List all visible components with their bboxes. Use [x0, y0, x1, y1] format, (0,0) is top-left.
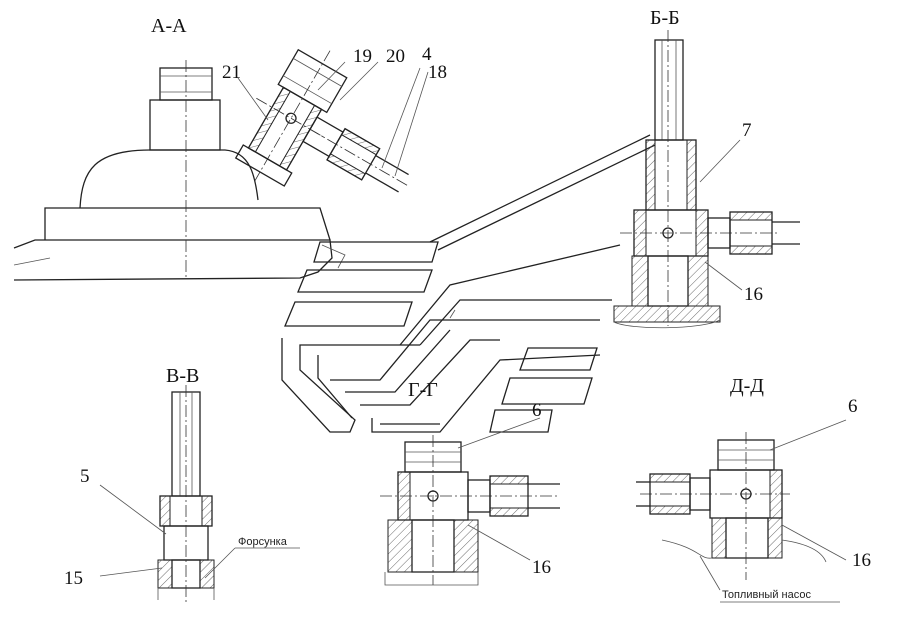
- leader-6-gg: [457, 417, 541, 449]
- part-label-7: 7: [742, 120, 752, 141]
- part-label-16-gg: 16: [532, 557, 551, 578]
- leader-16-gg: [467, 524, 531, 561]
- aa-angled-fitting: [234, 48, 409, 193]
- section-label-bb: Б-Б: [650, 7, 680, 29]
- part-label-16-dd: 16: [852, 550, 871, 571]
- part-label-15: 15: [64, 568, 83, 589]
- note-fuel-pump: Топливный насос: [722, 589, 811, 601]
- section-label-vv: В-В: [166, 365, 199, 387]
- leader-injector: [204, 547, 236, 579]
- housing-dome: [79, 149, 259, 209]
- leader-18: [394, 71, 429, 177]
- part-label-21: 21: [222, 62, 241, 83]
- leader-19: [317, 61, 346, 91]
- section-label-dd: Д-Д: [730, 375, 764, 397]
- housing-flange: [44, 207, 331, 241]
- view-dd: Д-Д 6 16 Топливный насос: [636, 375, 871, 603]
- note-injector: Форсунка: [238, 536, 288, 548]
- leader-6-dd: [769, 419, 847, 451]
- leader-5: [99, 484, 167, 535]
- leader-20: [339, 61, 379, 101]
- pipe-routing: [281, 134, 656, 433]
- leader-15: [99, 567, 163, 577]
- view-vv: В-В 5 15 Форсунка: [64, 365, 300, 605]
- part-label-4: 4: [422, 44, 432, 65]
- part-label-20: 20: [386, 46, 405, 67]
- part-label-6-dd: 6: [848, 396, 858, 417]
- part-label-19: 19: [353, 46, 372, 67]
- view-gg: Г-Г 6 16: [380, 379, 560, 586]
- leader-21: [237, 77, 269, 121]
- section-label-gg: Г-Г: [408, 379, 438, 401]
- part-label-16-bb: 16: [744, 284, 763, 305]
- part-label-5: 5: [80, 466, 90, 487]
- view-aa: А-А 21 19 20 4 18: [13, 15, 447, 281]
- leader-7: [699, 139, 741, 183]
- housing-base: [13, 239, 333, 281]
- part-label-18: 18: [428, 62, 447, 83]
- leader-fuel-pump: [699, 555, 721, 591]
- view-bb: Б-Б 7 16: [613, 7, 800, 329]
- leader-16-bb: [704, 261, 743, 291]
- leader-4: [381, 67, 421, 169]
- section-label-aa: А-А: [151, 15, 187, 37]
- housing-boss: [149, 99, 221, 151]
- part-label-6-gg: 6: [532, 400, 542, 421]
- leader-16-dd: [781, 524, 847, 561]
